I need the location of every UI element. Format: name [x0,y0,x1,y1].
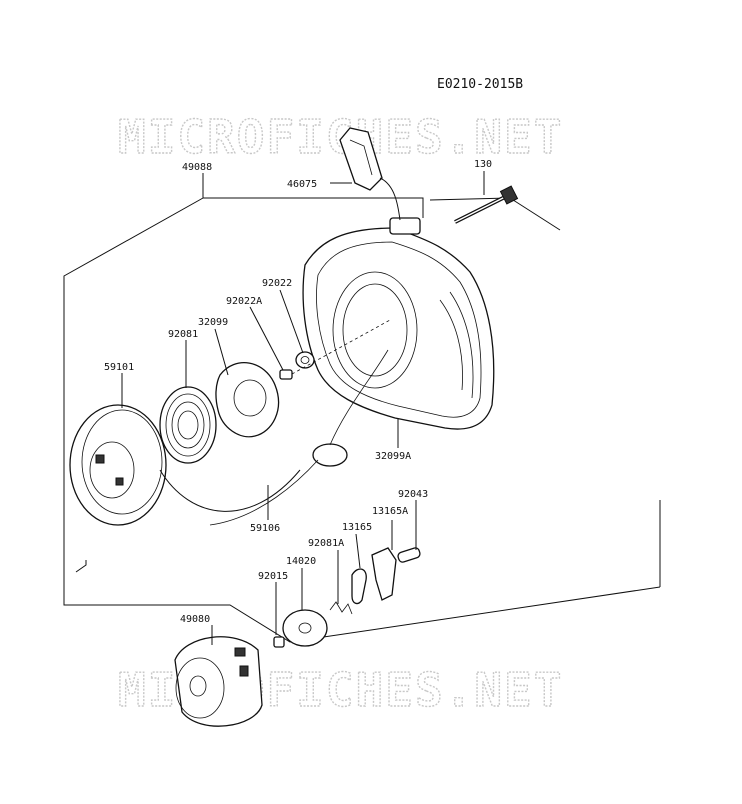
diagram-code: E0210-2015B [437,77,523,92]
spring-92081a [329,601,353,615]
label-49080: 49080 [180,614,210,625]
label-92081a: 92081A [308,538,344,549]
label-130: 130 [474,159,492,170]
pin-92043 [397,547,421,563]
leader-lines [121,171,485,645]
ratchet-13165 [351,568,367,605]
watermark-top: MICROFICHES.NET [118,110,563,164]
label-46075: 46075 [287,179,317,190]
guide-14020 [282,609,328,647]
pulley-49080 [174,636,263,727]
label-92043: 92043 [398,489,428,500]
label-92015: 92015 [258,571,288,582]
rope-59106 [209,349,389,526]
washer-92022 [295,351,315,369]
nut-92015 [273,636,285,648]
label-13165: 13165 [342,522,372,533]
starter-handle [339,127,401,221]
spring-92081 [159,386,217,464]
bolt-130 [454,185,519,224]
starter-case [302,217,495,430]
assembly-bracket [63,173,661,643]
pin-92022a [279,369,293,380]
label-49088: 49088 [182,162,212,173]
label-59101: 59101 [104,362,134,373]
label-92022: 92022 [262,278,292,289]
plate-32099 [215,362,280,438]
label-92081: 92081 [168,329,198,340]
label-59106: 59106 [250,523,280,534]
label-32099a: 32099A [375,451,411,462]
label-92022a: 92022A [226,296,262,307]
label-14020: 14020 [286,556,316,567]
label-13165a: 13165A [372,506,408,517]
label-32099: 32099 [198,317,228,328]
ratchet-13165a [371,547,397,601]
reel-59101 [69,404,301,526]
